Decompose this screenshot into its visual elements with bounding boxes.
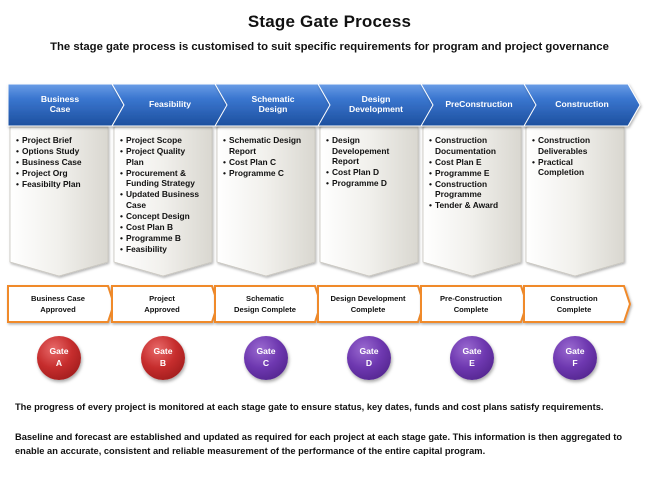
deliverable-item: Programme B [120, 233, 204, 244]
deliverables-list-construction: Construction DeliverablesPractical Compl… [532, 135, 616, 178]
deliverable-item: Cost Plan D [326, 167, 410, 178]
deliverable-item: Options Study [16, 146, 100, 157]
deliverable-item: Business Case [16, 157, 100, 168]
stage-label-design-development: Design Development [349, 94, 403, 114]
page-title: Stage Gate Process [247, 12, 412, 31]
deliverables-list-design-development: Design Developement ReportCost Plan DPro… [326, 135, 410, 189]
deliverables-list-feasibility: Project ScopeProject Quality PlanProcure… [120, 135, 204, 255]
deliverable-item: Project Brief [16, 135, 100, 146]
approval-label-business-case: Business Case Approved [30, 293, 86, 314]
deliverable-item: Tender & Award [429, 200, 513, 211]
deliverable-item: Project Scope [120, 135, 204, 146]
deliverable-item: Updated Business Case [120, 189, 204, 210]
deliverable-item: Feasibility [120, 244, 204, 255]
deliverable-item: Procurement & Funding Strategy [120, 168, 204, 189]
footer-baseline-text: Baseline and forecast are established an… [15, 432, 623, 456]
deliverable-item: Design Developement Report [326, 135, 410, 167]
deliverable-item: Cost Plan C [223, 157, 307, 168]
stage-label-feasibility: Feasibility [148, 99, 192, 110]
deliverable-item: Practical Completion [532, 157, 616, 178]
deliverable-item: Feasibilty Plan [16, 179, 100, 190]
deliverable-item: Cost Plan E [429, 157, 513, 168]
deliverable-item: Project Quality Plan [120, 146, 204, 167]
deliverables-list-preconstruction: Construction DocumentationCost Plan EPro… [429, 135, 513, 211]
deliverable-item: Construction Programme [429, 179, 513, 200]
deliverable-item: Programme E [429, 168, 513, 179]
stage-label-business-case: Business Case [40, 94, 80, 114]
gate-b-badge: Gate B [141, 336, 185, 380]
deliverables-list-business-case: Project BriefOptions StudyBusiness CaseP… [16, 135, 100, 190]
deliverable-item: Project Org [16, 168, 100, 179]
approval-label-construction: Construction Complete [550, 293, 598, 314]
gate-a-badge: Gate A [37, 336, 81, 380]
gate-f-badge: Gate F [553, 336, 597, 380]
deliverable-item: Programme C [223, 168, 307, 179]
stage-chevron-construction [523, 83, 641, 127]
approval-label-schematic-design: Schematic Design Complete [233, 293, 297, 314]
deliverable-item: Programme D [326, 178, 410, 189]
approval-label-feasibility: Project Approved [144, 293, 180, 314]
approval-box-construction [523, 285, 632, 323]
approval-label-design-development: Design Development Complete [330, 293, 406, 314]
stage-label-preconstruction: PreConstruction [445, 99, 513, 110]
gate-d-badge: Gate D [347, 336, 391, 380]
deliverable-item: Cost Plan B [120, 222, 204, 233]
gate-c-badge: Gate C [244, 336, 288, 380]
page-subtitle: The stage gate process is customised to … [50, 41, 609, 53]
deliverable-item: Construction Documentation [429, 135, 513, 156]
stage-label-schematic-design: Schematic Design [251, 94, 295, 114]
approval-label-preconstruction: Pre-Construction Complete [439, 293, 503, 314]
footer-monitoring-text: The progress of every project is monitor… [15, 402, 604, 412]
deliverable-item: Concept Design [120, 211, 204, 222]
stage-label-construction: Construction [555, 99, 609, 110]
deliverables-list-schematic-design: Schematic Design ReportCost Plan CProgra… [223, 135, 307, 179]
gate-e-badge: Gate E [450, 336, 494, 380]
deliverable-item: Schematic Design Report [223, 135, 307, 156]
deliverable-item: Construction Deliverables [532, 135, 616, 156]
